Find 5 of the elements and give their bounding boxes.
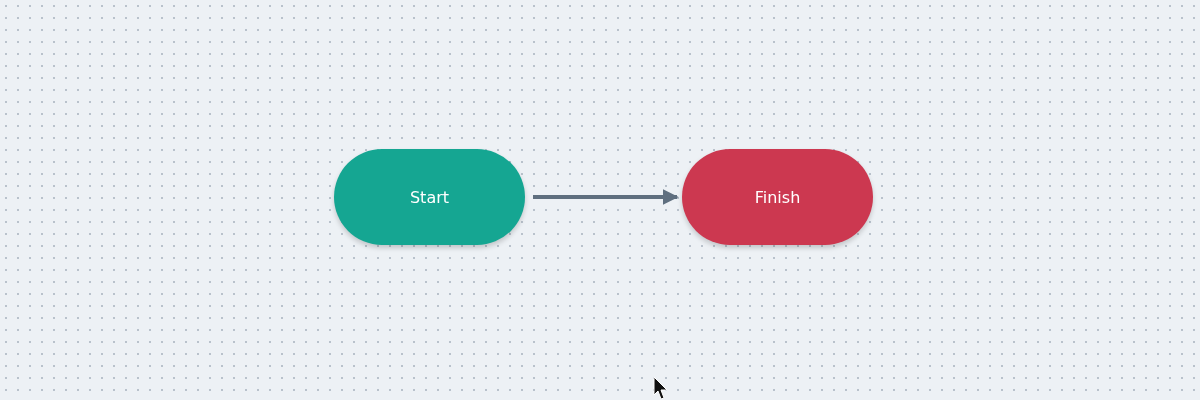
arrow <box>533 189 679 205</box>
node-label: Finish <box>754 187 801 207</box>
node-label: Start <box>409 187 450 207</box>
terminal-pill <box>334 149 525 245</box>
terminal-pill <box>682 149 873 245</box>
